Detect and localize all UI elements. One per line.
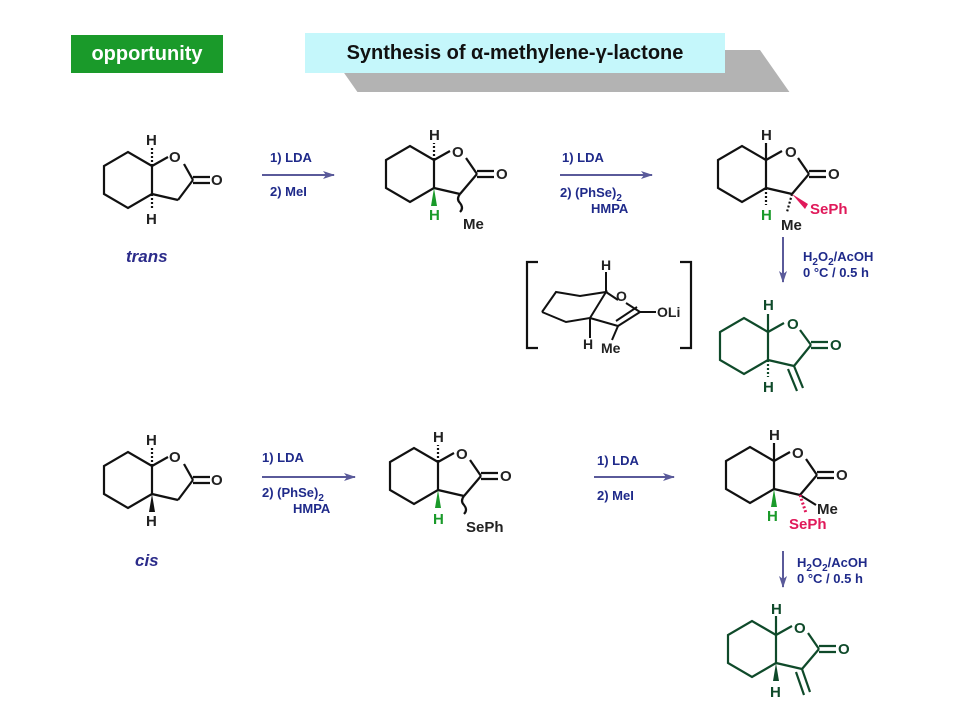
trans-step2-reagent-1: 1) LDA [562,150,605,165]
trans-ox-conditions: 0 °C / 0.5 h [803,265,869,280]
cis-seph-hash-bond [798,494,808,514]
cis-mese-h-bottom: H [767,508,778,525]
trans-step2-reagent-2: 2) (PhSe)2 [560,185,622,204]
trans-me-methyl: Me [463,216,484,233]
trans-prod-h-top: H [763,297,774,314]
cis-prod-o-ring: O [794,620,806,637]
trans-start-o-ring: O [169,149,181,166]
cis-product-methylene-lactone [726,616,836,696]
enolate-h-bottom: H [583,336,593,352]
cis-selenide [388,445,498,515]
cis-prod-h-top: H [771,601,782,618]
trans-label: trans [126,247,168,266]
cis-ox-conditions: 0 °C / 0.5 h [797,571,863,586]
cis-step2-reagent-1: 1) LDA [597,453,640,468]
trans-step1-reagent-2: 2) MeI [270,184,307,199]
trans-product-methylene-lactone [718,314,828,392]
cis-start-o-carbonyl: O [211,472,223,489]
trans-se-h-top: H [761,127,772,144]
enolate-oli: OLi [657,304,680,320]
trans-start-h-top: H [146,132,157,149]
cis-prod-h-bottom: H [770,684,781,701]
enolate-methyl: Me [601,340,621,356]
cis-mese-h-top: H [769,427,780,444]
cis-ox-reagent: H2O2/AcOH [797,555,867,574]
cis-prod-o-carbonyl: O [838,641,850,658]
trans-se-h-bottom: H [761,207,772,224]
trans-me-lactone-green-wedge [431,188,437,206]
cis-start-o-ring: O [169,449,181,466]
opportunity-badge: opportunity [71,35,223,73]
slide-title: Synthesis of α-methylene-γ-lactone [305,33,725,73]
enolate-conformer [541,272,656,341]
cis-methyl-selenide [724,443,834,506]
trans-start-o-carbonyl: O [211,172,223,189]
trans-me-h-top: H [429,127,440,144]
cis-me-se-green-wedge [771,489,777,507]
cis-mese-seph: SePh [789,516,827,533]
cis-label: cis [135,551,159,570]
trans-selenide [716,143,826,213]
cis-step1-reagent-hmpa: HMPA [293,501,331,516]
enolate-o-ring: O [616,288,627,304]
cis-se-o-carbonyl: O [500,468,512,485]
trans-se-o-carbonyl: O [828,166,840,183]
cis-step1-reagent-1: 1) LDA [262,450,305,465]
cis-se-h-bottom: H [433,511,444,528]
trans-me-o-ring: O [452,144,464,161]
cis-start-h-top: H [146,432,157,449]
cis-mese-o-ring: O [792,445,804,462]
cis-se-o-ring: O [456,446,468,463]
cis-prod-wedge [773,663,779,681]
cis-lactone-start [102,448,210,510]
cis-se-green-wedge [435,490,441,508]
enolate-h-top: H [601,257,611,273]
cis-step2-reagent-2: 2) MeI [597,488,634,503]
cis-mese-o-carbonyl: O [836,467,848,484]
trans-se-seph: SePh [810,201,848,218]
trans-se-o-ring: O [785,144,797,161]
trans-start-h-bottom: H [146,211,157,228]
trans-prod-o-ring: O [787,316,799,333]
cis-step1-reagent-2: 2) (PhSe)2 [262,485,324,504]
enolate-bracket [525,260,693,350]
trans-ox-reagent: H2O2/AcOH [803,249,873,268]
trans-lactone-start [102,148,210,210]
trans-prod-o-carbonyl: O [830,337,842,354]
trans-prod-h-bottom: H [763,379,774,396]
trans-se-methyl: Me [781,217,802,234]
cis-se-h-top: H [433,429,444,446]
trans-step2-reagent-hmpa: HMPA [591,201,629,216]
trans-me-h-bottom: H [429,207,440,224]
trans-methyl-lactone [384,143,494,213]
trans-step1-reagent-1: 1) LDA [270,150,313,165]
cis-mese-methyl: Me [817,501,838,518]
trans-seph-wedge [792,194,808,209]
trans-me-o-carbonyl: O [496,166,508,183]
cis-se-seph: SePh [466,519,504,536]
cis-start-h-bottom: H [146,513,157,530]
cis-start-wedge [149,494,155,512]
